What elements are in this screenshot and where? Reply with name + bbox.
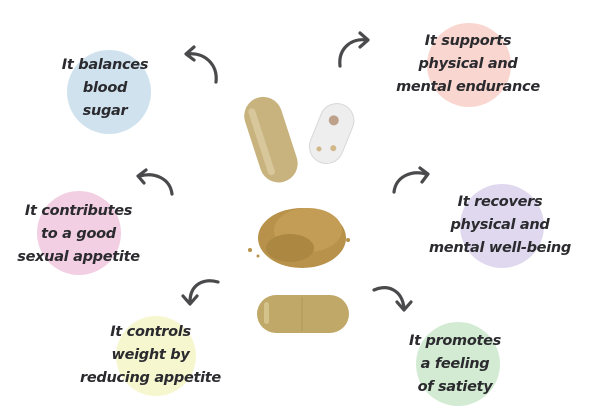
line: It controls <box>110 324 191 340</box>
curved-arrow-icon <box>178 276 222 310</box>
capsule-illustration <box>230 90 380 350</box>
benefit-endurance: It supports physical and mental enduranc… <box>378 30 558 99</box>
circle-endurance <box>427 23 511 107</box>
circle-satiety <box>416 322 500 406</box>
benefit-blood-sugar: It balances blood sugar <box>50 54 160 123</box>
curved-arrow-icon <box>334 30 374 70</box>
line: mental well-being <box>429 240 571 256</box>
line: It balances <box>61 57 149 73</box>
line: of satiety <box>417 379 493 395</box>
line: weight by <box>111 347 190 363</box>
circle-weight <box>116 316 196 396</box>
line: It promotes <box>408 333 502 349</box>
line: blood <box>82 80 128 96</box>
line: to a good <box>41 226 116 242</box>
line: physical and <box>418 56 518 72</box>
line: sugar <box>82 103 128 119</box>
curved-arrow-icon <box>370 282 414 316</box>
benefit-satiety: It promotes a feeling of satiety <box>395 330 515 399</box>
line: reducing appetite <box>80 370 221 386</box>
circle-sexual-appetite <box>37 191 121 275</box>
benefit-well-being: It recovers physical and mental well-bei… <box>415 191 585 260</box>
line: a feeling <box>420 356 490 372</box>
circle-blood-sugar <box>67 50 151 134</box>
benefit-weight: It controls weight by reducing appetite <box>68 321 233 390</box>
curved-arrow-icon <box>390 166 434 196</box>
curved-arrow-icon <box>134 168 176 198</box>
line: mental endurance <box>396 79 540 95</box>
line: It contributes <box>24 203 133 219</box>
curved-arrow-icon <box>182 44 222 86</box>
line: It supports <box>424 33 512 49</box>
line: physical and <box>450 217 550 233</box>
benefit-sexual-appetite: It contributes to a good sexual appetite <box>6 200 151 269</box>
line: sexual appetite <box>17 249 140 265</box>
line: It recovers <box>457 194 543 210</box>
circle-well-being <box>460 184 544 268</box>
